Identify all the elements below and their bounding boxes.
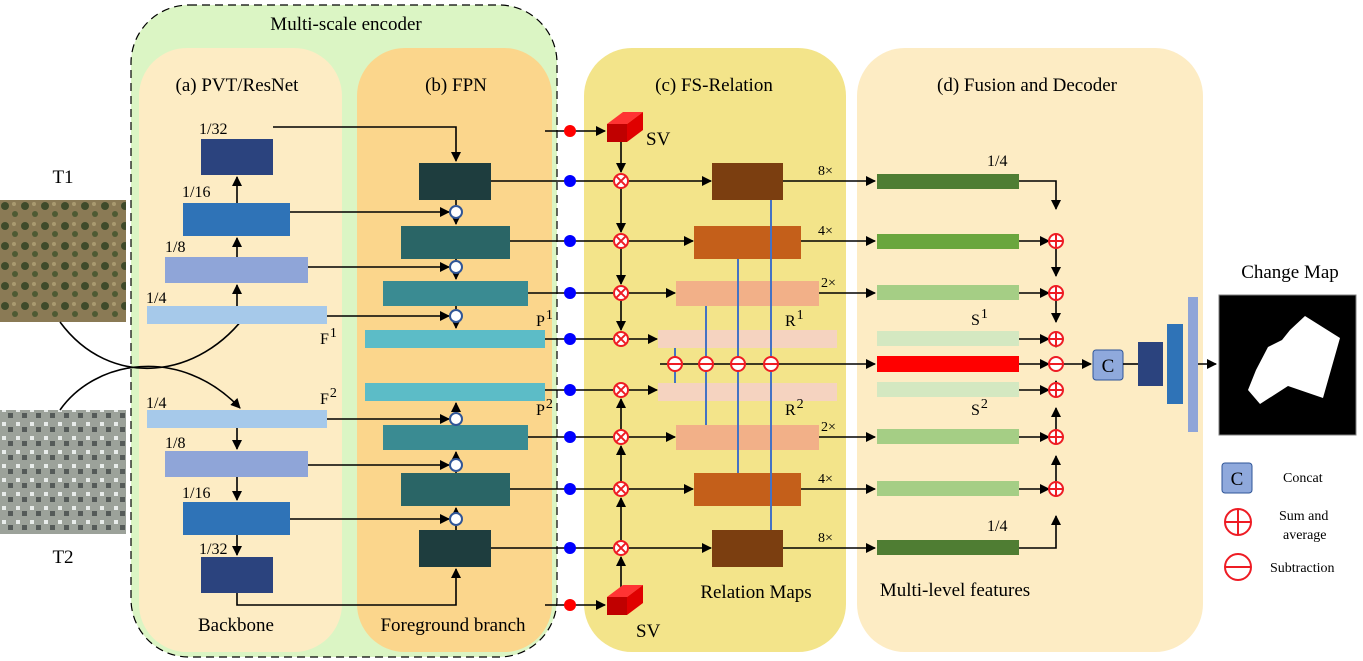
rel-t2-3 bbox=[676, 425, 819, 450]
up-4x-top: 4× bbox=[818, 224, 833, 239]
r2-label: R2 bbox=[785, 397, 804, 419]
panel-b-title: (b) FPN bbox=[425, 75, 487, 96]
panel-a-title: (a) PVT/ResNet bbox=[176, 75, 300, 96]
scale-t1-8: 1/8 bbox=[165, 239, 185, 256]
up-2x-bottom: 2× bbox=[821, 420, 836, 435]
t2-input-arrow bbox=[59, 365, 241, 411]
panel-d-title: (d) Fusion and Decoder bbox=[937, 75, 1118, 96]
enc-t2-32 bbox=[201, 557, 273, 593]
dec-scale-top: 1/4 bbox=[987, 153, 1007, 170]
up-8x-bottom: 8× bbox=[818, 531, 833, 546]
r1-label: R1 bbox=[785, 308, 804, 330]
fpn-t2-1 bbox=[419, 530, 491, 567]
fpn-t2-4 bbox=[365, 383, 545, 401]
enc-t2-8 bbox=[165, 451, 308, 477]
p2-label: P2 bbox=[536, 397, 553, 419]
f1-label: F1 bbox=[320, 326, 337, 348]
sv-label-bottom: SV bbox=[636, 621, 661, 642]
s1-label: S1 bbox=[971, 307, 988, 329]
sv-block-bottom bbox=[607, 585, 643, 615]
boundary-dots bbox=[564, 125, 576, 611]
panel-d-bg bbox=[857, 48, 1203, 652]
relation-output-arrows bbox=[783, 176, 876, 553]
legend-sum-icon bbox=[1224, 508, 1252, 536]
fpn-t1-3 bbox=[383, 281, 528, 306]
scale-t1-4: 1/4 bbox=[146, 290, 166, 307]
multilevel-label: Multi-level features bbox=[880, 580, 1030, 601]
up-4x-bottom: 4× bbox=[818, 472, 833, 487]
rel-t1-3 bbox=[676, 281, 819, 306]
fpn-t1-1 bbox=[419, 163, 491, 200]
scale-t2-32: 1/32 bbox=[199, 541, 227, 558]
decoder-head-2 bbox=[1167, 324, 1183, 404]
dec-t1-3 bbox=[877, 285, 1019, 300]
backbone-label: Backbone bbox=[198, 615, 274, 636]
change-map-region bbox=[1248, 316, 1340, 404]
legend-concat-text: Concat bbox=[1283, 471, 1323, 486]
rel-t2-4 bbox=[658, 383, 837, 401]
legend-subtraction-text: Subtraction bbox=[1270, 561, 1335, 576]
fpn-t1-2 bbox=[401, 226, 510, 259]
rel-t1-4 bbox=[658, 330, 837, 348]
rel-t2-1 bbox=[712, 530, 783, 567]
up-8x-top: 8× bbox=[818, 164, 833, 179]
legend-sum-text-2: average bbox=[1283, 528, 1327, 543]
lateral-arrows bbox=[236, 126, 461, 606]
dec-t1-2 bbox=[877, 234, 1019, 249]
dec-t1-4 bbox=[877, 331, 1019, 346]
legend-sum-text-1: Sum and bbox=[1279, 509, 1328, 524]
s2-label: S2 bbox=[971, 397, 988, 419]
relation-maps-label: Relation Maps bbox=[700, 582, 811, 603]
change-map-title: Change Map bbox=[1241, 262, 1339, 283]
concat-letter: C bbox=[1102, 356, 1115, 377]
foreground-label: Foreground branch bbox=[380, 615, 526, 636]
t2-image bbox=[0, 410, 126, 534]
t1-image bbox=[0, 200, 126, 322]
dec-t2-1 bbox=[877, 540, 1019, 555]
fpn-t2-2 bbox=[401, 473, 510, 506]
scale-t2-16: 1/16 bbox=[182, 485, 210, 502]
rel-t1-1 bbox=[712, 163, 783, 200]
rel-t2-2 bbox=[694, 473, 801, 506]
legend-concat-icon bbox=[1221, 462, 1253, 494]
decoder-head-1 bbox=[1138, 342, 1163, 386]
t2-label: T2 bbox=[52, 547, 73, 568]
enc-t1-16 bbox=[183, 203, 290, 236]
enc-t1-32 bbox=[201, 139, 273, 175]
panel-a-bg bbox=[139, 48, 342, 652]
sv-label-top: SV bbox=[646, 129, 671, 150]
t1-label: T1 bbox=[52, 167, 73, 188]
p1-label: P1 bbox=[536, 308, 553, 330]
rel-t1-2 bbox=[694, 226, 801, 259]
enc-t2-4 bbox=[147, 410, 327, 428]
scale-t1-16: 1/16 bbox=[182, 184, 210, 201]
legend-subtraction-icon bbox=[1224, 553, 1252, 581]
scale-t2-4: 1/4 bbox=[146, 395, 166, 412]
decoder-head-3 bbox=[1188, 297, 1198, 432]
concat-node bbox=[1092, 349, 1124, 381]
enc-t1-8 bbox=[165, 257, 308, 283]
dec-t2-4 bbox=[877, 382, 1019, 397]
dec-t2-3 bbox=[877, 429, 1019, 444]
panel-c-title: (c) FS-Relation bbox=[655, 75, 773, 96]
f2-label: F2 bbox=[320, 386, 337, 408]
dec-t1-1 bbox=[877, 174, 1019, 189]
fpn-t1-4 bbox=[365, 330, 545, 348]
scale-t2-8: 1/8 bbox=[165, 435, 185, 452]
enc-t1-4 bbox=[147, 306, 327, 324]
legend-concat-letter: C bbox=[1231, 469, 1244, 490]
enc-t2-16 bbox=[183, 502, 290, 535]
dec-t2-2 bbox=[877, 481, 1019, 496]
fpn-merge-nodes bbox=[449, 205, 463, 526]
fpn-t2-3 bbox=[383, 425, 528, 450]
sv-block-top bbox=[607, 112, 643, 142]
dec-diff bbox=[877, 356, 1019, 372]
up-2x-top: 2× bbox=[821, 276, 836, 291]
scale-t1-32: 1/32 bbox=[199, 121, 227, 138]
dec-scale-bottom: 1/4 bbox=[987, 518, 1007, 535]
t1-input-arrow bbox=[59, 311, 249, 370]
encoder-title: Multi-scale encoder bbox=[270, 14, 422, 35]
